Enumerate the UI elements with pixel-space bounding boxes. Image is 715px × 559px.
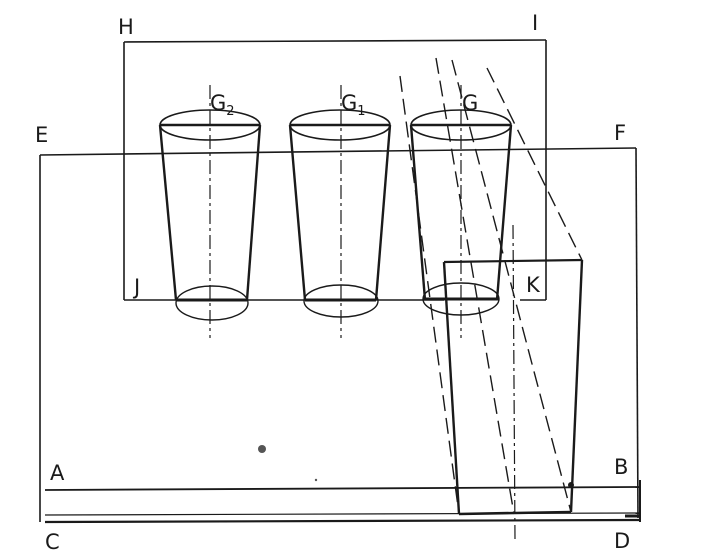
label-j: J	[132, 275, 140, 299]
point-labels: H I E F J K A B C D G G1 G2	[35, 11, 630, 554]
label-h: H	[118, 15, 134, 39]
stray-marks	[258, 445, 318, 482]
cup-g2	[158, 85, 262, 338]
ground-lines	[44, 480, 641, 524]
label-k: K	[526, 273, 541, 297]
label-f: F	[614, 121, 626, 145]
label-g2-base: G	[210, 91, 226, 115]
label-g1: G1	[341, 91, 366, 119]
label-g2: G2	[210, 91, 235, 119]
label-g1-sub: 1	[357, 104, 365, 119]
projected-cup	[442, 224, 584, 541]
label-b: B	[614, 455, 628, 479]
projection-rays	[399, 57, 583, 515]
label-e: E	[35, 123, 48, 147]
label-i: I	[532, 11, 538, 35]
label-g: G	[462, 91, 478, 115]
cup-g1	[288, 85, 392, 338]
front-plane-ef	[39, 147, 639, 522]
label-g2-sub: 2	[226, 104, 234, 119]
label-d: D	[614, 529, 630, 553]
label-c: C	[45, 530, 60, 554]
label-g1-base: G	[341, 91, 357, 115]
label-a: A	[50, 461, 65, 485]
cup-g	[409, 85, 513, 338]
